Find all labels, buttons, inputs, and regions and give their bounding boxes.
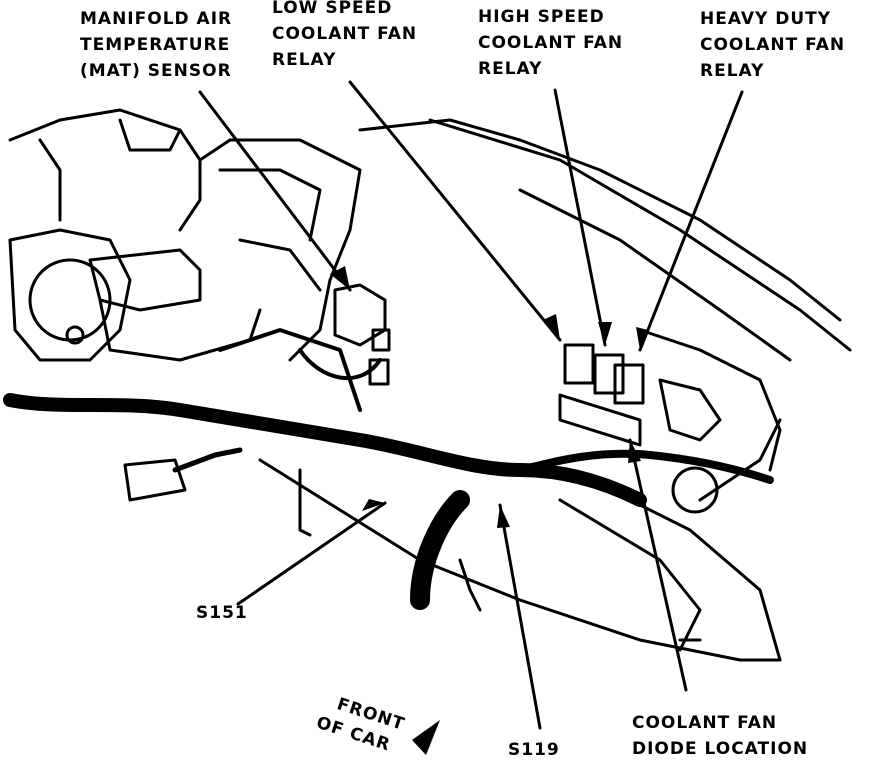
s119-leader xyxy=(498,503,542,730)
s151-leader xyxy=(236,501,387,606)
mat-sensor-leader xyxy=(198,90,352,292)
lower-panel xyxy=(258,458,782,662)
harness-connector xyxy=(123,458,187,502)
s119-label: S119 xyxy=(508,740,560,760)
diode-location-leader xyxy=(628,438,688,692)
heavy-duty-relay-shape xyxy=(613,363,645,405)
heavy-duty-relay-label: HEAVY DUTY COOLANT FAN RELAY xyxy=(700,9,846,81)
high-speed-relay-shape xyxy=(593,353,625,395)
low-speed-relay-shape xyxy=(563,343,595,385)
mat-sensor-body xyxy=(333,283,387,347)
fan-diode-cap xyxy=(671,466,719,514)
diode-location-label: COOLANT FAN DIODE LOCATION xyxy=(632,713,809,759)
front-arrow xyxy=(412,720,440,755)
heavy-duty-relay-leader xyxy=(638,90,744,352)
corrugated-conduit xyxy=(410,490,470,610)
strut-hole xyxy=(658,378,722,442)
strut-tower xyxy=(638,328,782,472)
master-cylinder xyxy=(88,248,202,312)
low-speed-relay-label: LOW SPEED COOLANT FAN RELAY xyxy=(272,0,418,70)
high-speed-relay-leader xyxy=(553,88,607,347)
mat-sensor-label: MANIFOLD AIR TEMPERATURE (MAT) SENSOR xyxy=(80,9,233,81)
s151-label: S151 xyxy=(196,603,248,623)
main-wiring-harness xyxy=(3,393,647,507)
low-speed-relay-leader xyxy=(348,80,562,342)
fender-inner-edge xyxy=(428,118,852,352)
high-speed-relay-label: HIGH SPEED COOLANT FAN RELAY xyxy=(478,7,624,79)
fender-edge xyxy=(358,118,842,322)
engine-top-left xyxy=(8,108,202,232)
air-intake-duct xyxy=(198,138,362,362)
brake-booster xyxy=(8,228,132,362)
